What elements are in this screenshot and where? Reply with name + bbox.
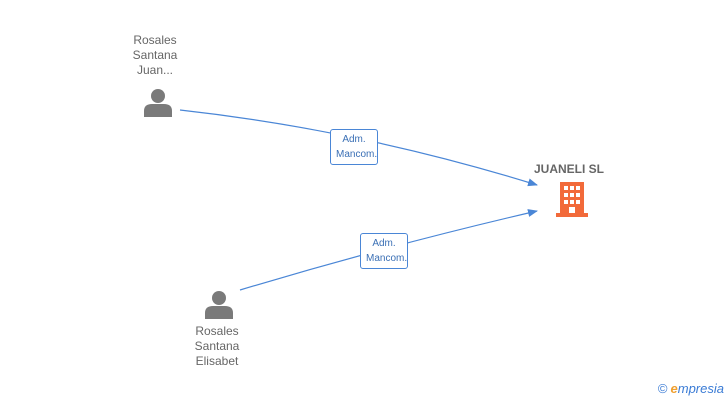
- company-name[interactable]: JUANELI SL: [533, 162, 604, 176]
- building-icon[interactable]: [556, 182, 588, 218]
- person-icon[interactable]: [143, 87, 173, 117]
- person-name-elisabet[interactable]: Rosales Santana Elisabet: [194, 324, 240, 368]
- edge-label-role[interactable]: Adm. Mancom.: [330, 129, 378, 165]
- person-name-juan[interactable]: Rosales Santana Juan...: [132, 33, 178, 77]
- person-icon[interactable]: [204, 289, 234, 319]
- empresia-watermark: ©empresia: [657, 381, 724, 396]
- edge-label-role[interactable]: Adm. Mancom.: [360, 233, 408, 269]
- copyright-icon: ©: [657, 381, 668, 396]
